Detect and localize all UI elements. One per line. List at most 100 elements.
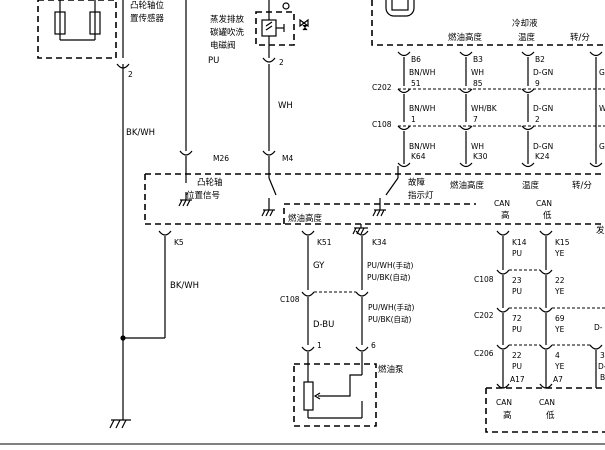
k5-wire-color: BK/WH: [170, 281, 199, 291]
svg-text:GY: GY: [313, 261, 325, 271]
connector-c202: C202: [372, 83, 392, 92]
evap-label-2: 碳罐吹洗: [210, 27, 245, 38]
svg-text:WH/BK: WH/BK: [471, 104, 498, 113]
svg-text:YE: YE: [554, 325, 565, 334]
cam-sensor-label-1: 凸轮轴位: [130, 0, 165, 11]
svg-text:BN/WH: BN/WH: [409, 104, 435, 113]
svg-text:B6: B6: [411, 55, 421, 64]
svg-text:2: 2: [535, 115, 540, 124]
ecm-outline: [144, 174, 605, 225]
svg-text:低: 低: [543, 210, 552, 221]
svg-text:M4: M4: [282, 154, 293, 163]
svg-text:9: 9: [535, 79, 540, 88]
column-b6: B6 BN/WH 51 BN/WH 1 BN/WH K64: [397, 51, 435, 168]
svg-text:1: 1: [411, 115, 416, 124]
k34-terminal: [355, 230, 369, 236]
svg-text:K24: K24: [535, 152, 550, 161]
evap-label-1: 蒸发排放: [210, 14, 245, 25]
svg-text:温度: 温度: [522, 180, 540, 191]
svg-text:凸轮轴: 凸轮轴: [197, 177, 223, 188]
svg-text:22: 22: [555, 276, 565, 285]
evap-label-3: 电磁阀: [210, 40, 236, 51]
svg-text:M26: M26: [213, 154, 229, 163]
fuel-pump: 1 6 燃油泵: [293, 341, 404, 427]
svg-text:CAN: CAN: [536, 199, 552, 208]
svg-text:72: 72: [512, 314, 522, 323]
svg-text:WH: WH: [471, 142, 484, 151]
column-right: G W G: [589, 51, 605, 168]
svg-text:C108: C108: [474, 275, 494, 284]
svg-text:K64: K64: [411, 152, 426, 161]
svg-text:G: G: [599, 68, 605, 77]
svg-text:7: 7: [473, 115, 478, 124]
cam-sensor: 凸轮轴位 置传感器 2: [37, 0, 165, 79]
connector-c108: C108: [372, 120, 392, 129]
svg-text:A17: A17: [510, 375, 525, 384]
solenoid-valve-icon: ⧗: [302, 23, 308, 33]
svg-text:YE: YE: [554, 287, 565, 296]
svg-text:C108: C108: [280, 295, 300, 304]
cam-sensor-label-2: 置传感器: [130, 13, 165, 24]
svg-text:K30: K30: [473, 152, 488, 161]
svg-text:高: 高: [503, 410, 512, 421]
svg-text:1: 1: [317, 341, 322, 350]
svg-text:23: 23: [512, 276, 522, 285]
svg-text:发: 发: [596, 225, 605, 236]
cluster-rpm: 转/分: [570, 32, 590, 43]
svg-text:22: 22: [512, 351, 522, 360]
svg-text:低: 低: [546, 410, 555, 421]
k51-terminal: [301, 230, 315, 236]
svg-text:PU/BK(自动): PU/BK(自动): [367, 272, 411, 282]
svg-text:PU/WH(手动): PU/WH(手动): [367, 260, 414, 270]
svg-text:C206: C206: [474, 349, 494, 358]
m4-terminal: [262, 150, 276, 156]
can-bus: K14 PU K15 YE C108 23 PU 22 YE C202 72 P…: [474, 230, 605, 433]
svg-text:85: 85: [473, 79, 483, 88]
k5-terminal: [158, 230, 172, 236]
ground-symbol: [109, 419, 131, 429]
column-b3: B3 WH 85 WH/BK 7 WH K30: [459, 51, 498, 168]
svg-text:PU: PU: [512, 325, 522, 334]
svg-text:CAN: CAN: [494, 199, 510, 208]
svg-text:D-: D-: [594, 323, 603, 332]
cluster-fuel-level: 燃油高度: [448, 32, 483, 43]
m26-terminal: [179, 150, 193, 156]
svg-text:B2: B2: [535, 55, 545, 64]
svg-text:D-BU: D-BU: [313, 320, 334, 330]
svg-text:69: 69: [555, 314, 565, 323]
cam-sensor-pin: 2: [128, 70, 133, 79]
ground-symbol: [261, 198, 275, 217]
svg-text:YE: YE: [554, 249, 565, 258]
svg-text:CAN: CAN: [539, 398, 555, 407]
svg-text:转/分: 转/分: [572, 180, 592, 191]
svg-text:K5: K5: [174, 238, 184, 247]
cam-wire-color: BK/WH: [126, 128, 155, 138]
ground-symbol: [178, 192, 192, 207]
fuel-pump-label: 燃油泵: [378, 364, 404, 375]
svg-text:6: 6: [371, 341, 376, 350]
svg-text:指示灯: 指示灯: [408, 190, 434, 201]
svg-text:高: 高: [501, 210, 510, 221]
svg-text:W: W: [599, 104, 605, 113]
svg-text:PU: PU: [512, 249, 522, 258]
evap-pin: 2: [279, 58, 284, 67]
evap-solenoid: 蒸发排放 碳罐吹洗 电磁阀 ⧗ 2: [210, 0, 309, 67]
pu-wire-color: PU: [208, 56, 219, 66]
svg-text:WH: WH: [471, 68, 484, 77]
svg-text:D-GN: D-GN: [533, 142, 553, 151]
svg-text:51: 51: [411, 79, 421, 88]
svg-text:A7: A7: [553, 375, 563, 384]
svg-text:YE: YE: [554, 362, 565, 371]
svg-text:故障: 故障: [408, 177, 426, 188]
svg-text:D-GN: D-GN: [533, 68, 553, 77]
svg-text:B3: B3: [473, 55, 483, 64]
svg-text:PU: PU: [512, 362, 522, 371]
svg-text:位置信号: 位置信号: [186, 190, 220, 201]
svg-text:K34: K34: [372, 238, 387, 247]
svg-text:BN/WH: BN/WH: [409, 142, 435, 151]
svg-text:PU/BK(自动): PU/BK(自动): [368, 314, 412, 324]
svg-text:BN/WH: BN/WH: [409, 68, 435, 77]
svg-text:4: 4: [555, 351, 560, 360]
ground-symbol: [352, 224, 368, 235]
svg-text:K51: K51: [317, 238, 332, 247]
